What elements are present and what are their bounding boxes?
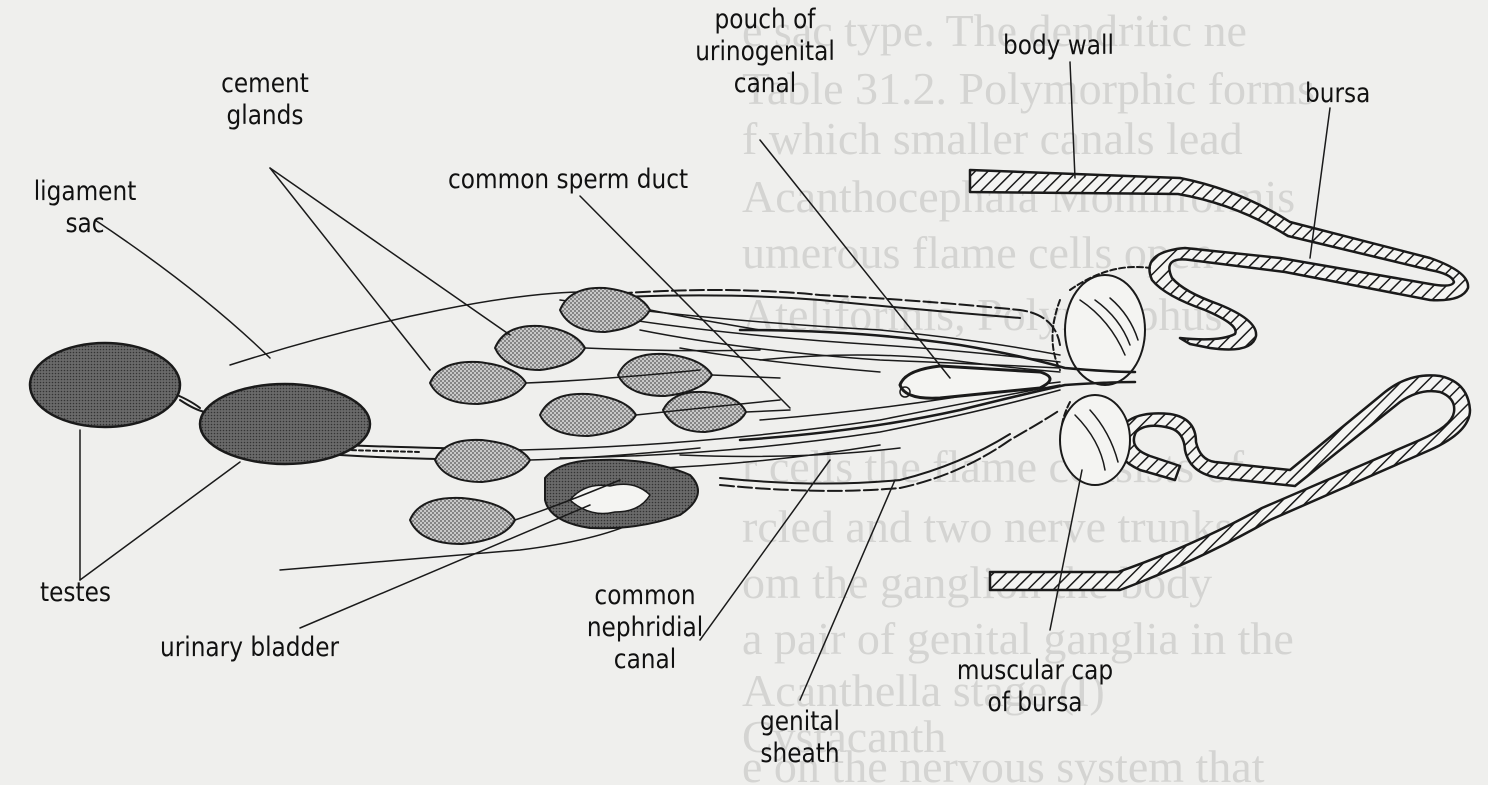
- label-line: common: [576, 580, 714, 612]
- label-line: urinogenital: [675, 36, 856, 68]
- label-line: cement: [209, 68, 321, 100]
- label-urinary-bladder: urinary bladder: [160, 632, 339, 664]
- label-line: glands: [209, 100, 321, 132]
- label-line: genital: [753, 706, 848, 738]
- label-common-nephridial-canal: common nephridial canal: [576, 580, 714, 676]
- label-line: muscular cap: [945, 655, 1126, 687]
- label-line: sheath: [753, 738, 848, 770]
- label-line: ligament: [16, 176, 154, 208]
- label-line: sac: [16, 208, 154, 240]
- label-ligament-sac: ligament sac: [16, 176, 154, 240]
- label-body-wall: body wall: [1003, 30, 1114, 62]
- label-genital-sheath: genital sheath: [753, 706, 848, 770]
- label-line: of bursa: [945, 687, 1126, 719]
- label-testes: testes: [40, 577, 111, 609]
- label-line: nephridial: [576, 612, 714, 644]
- urinary-bladder: [545, 460, 698, 528]
- label-muscular-cap-of-bursa: muscular cap of bursa: [945, 655, 1126, 719]
- label-common-sperm-duct: common sperm duct: [448, 164, 688, 196]
- label-bursa: bursa: [1305, 78, 1370, 110]
- posterior-testis: [200, 384, 370, 464]
- label-cement-glands: cement glands: [209, 68, 321, 132]
- label-pouch-of-urinogenital-canal: pouch of urinogenital canal: [675, 4, 856, 100]
- anterior-testis: [30, 343, 180, 427]
- label-line: canal: [576, 644, 714, 676]
- label-line: pouch of: [675, 4, 856, 36]
- label-line: canal: [675, 68, 856, 100]
